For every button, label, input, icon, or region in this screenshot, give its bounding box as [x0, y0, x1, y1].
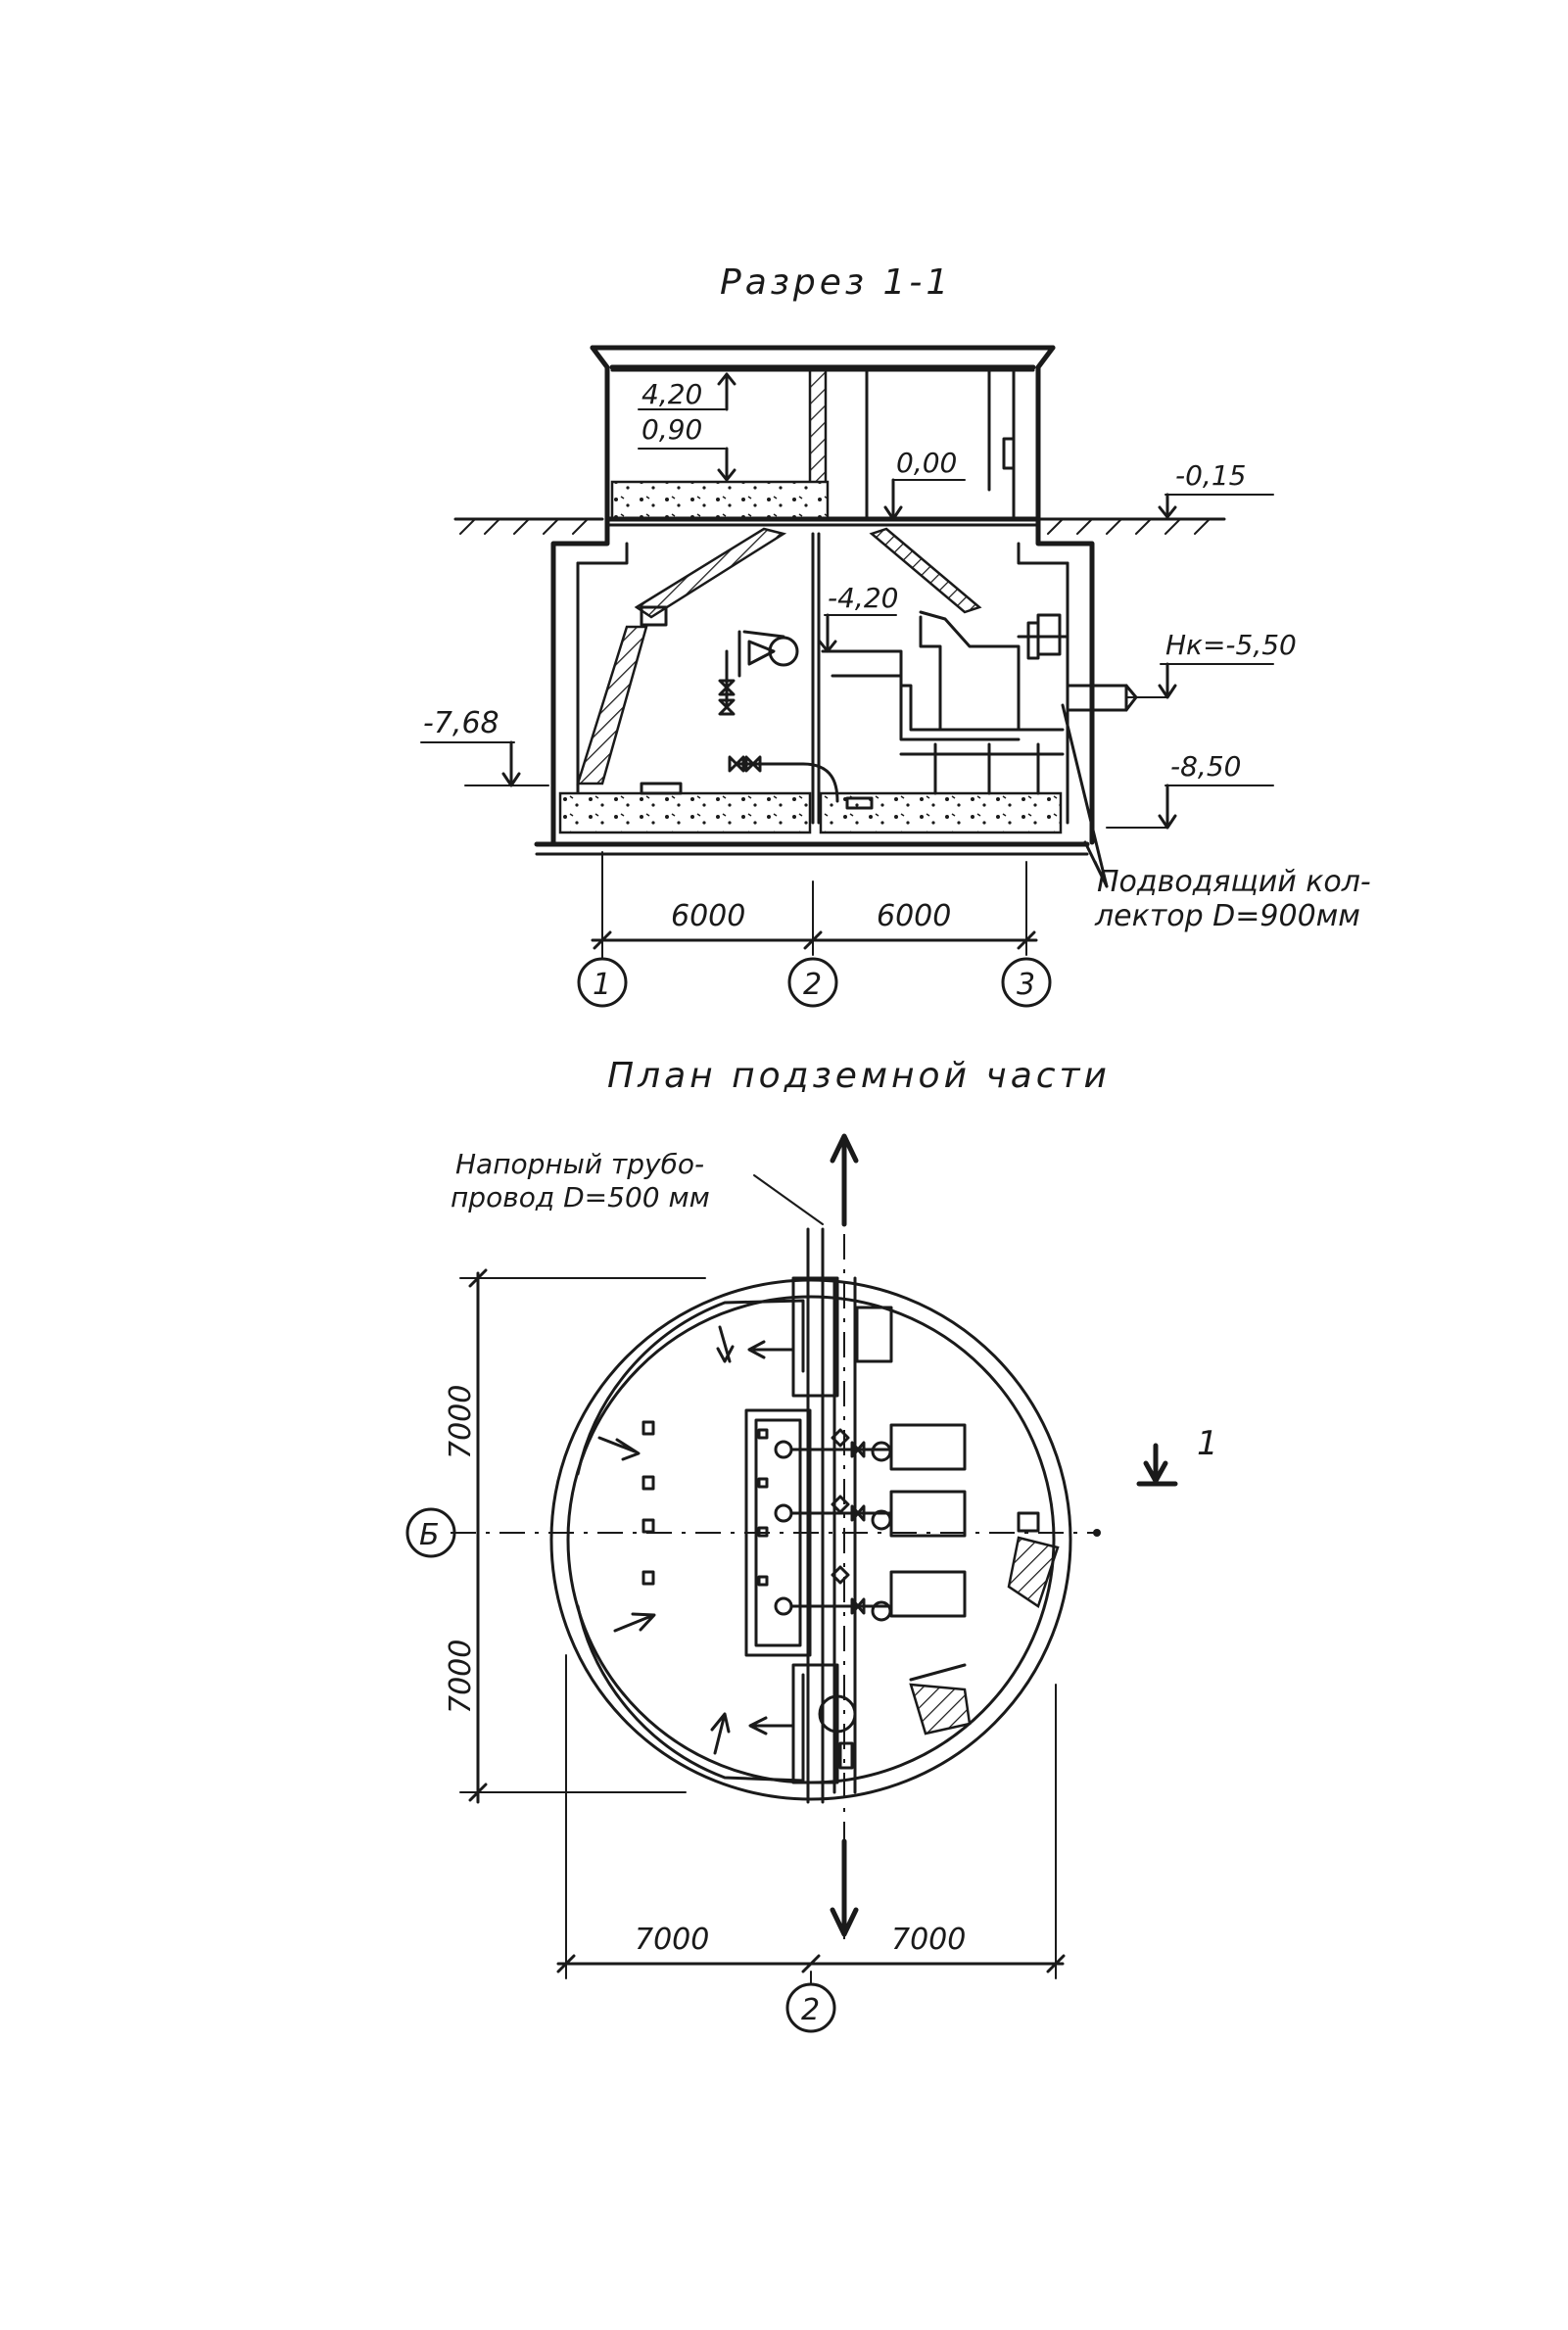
- axis-lines: [451, 1133, 1101, 1939]
- section-axis-2: 2: [803, 968, 822, 1002]
- elevation-left-bottom-label: -7,68: [423, 706, 499, 740]
- plan-title: План подземной части: [607, 1056, 1111, 1096]
- section-dimension-2: 6000: [877, 899, 951, 933]
- stair-right: [869, 527, 1062, 660]
- ground-line: [453, 517, 1226, 535]
- pump-unit-2: [789, 1490, 967, 1538]
- section-dimension-1: 6000: [671, 899, 745, 933]
- pump-unit-3: [789, 1565, 967, 1622]
- plan-dimension-vertical-2: 7000: [444, 1640, 478, 1714]
- axis-marker-col: 2: [785, 1971, 836, 2033]
- wall-openings: [641, 1420, 655, 1586]
- section-title: Разрез 1-1: [720, 262, 952, 303]
- section-axis-3: 3: [1017, 968, 1035, 1002]
- section-cut-label: 1: [1197, 1424, 1218, 1463]
- elevation-zero-label: 0,00: [896, 447, 957, 479]
- elevation-zero: 0,00: [883, 447, 966, 521]
- elevation-right-bottom-label: -8,50: [1170, 750, 1241, 783]
- elevation-inner-floor: -4,20: [818, 582, 898, 653]
- section-dimension-line: 6000 6000: [591, 851, 1038, 956]
- pipe-note-line-1: Напорный трубо-: [455, 1148, 704, 1180]
- plan-dimension-vertical: 7000 7000: [444, 1268, 706, 1804]
- flow-arrows: [597, 1325, 795, 1755]
- elevation-collector-label: Нк=-5,50: [1165, 629, 1297, 661]
- plan-dimension-vertical-1: 7000: [444, 1385, 478, 1459]
- elevation-collector: Нк=-5,50: [1125, 629, 1297, 699]
- axis-row-label: Б: [419, 1518, 440, 1552]
- pipe-note-line-2: провод D=500 мм: [451, 1181, 710, 1213]
- plan-stair-bottom: [909, 1663, 972, 1736]
- collector-note-line-1: Подводящий кол-: [1097, 865, 1371, 899]
- elevation-top: 4,20: [638, 372, 736, 411]
- plan-view: План подземной части Напорный трубо- про…: [405, 1056, 1218, 2033]
- stair-left: [576, 527, 787, 785]
- section-axis-markers: 1 2 3: [577, 954, 1052, 1008]
- elevation-floor: 0,90: [638, 413, 736, 482]
- pump-unit-1: [789, 1423, 967, 1471]
- section-cut-mark: 1: [1136, 1424, 1218, 1487]
- collector-note: Подводящий кол- лектор D=900мм: [1094, 865, 1371, 933]
- pump-equipment: [640, 630, 874, 810]
- elevation-top-label: 4,20: [641, 378, 702, 410]
- collector-chamber: [821, 610, 1138, 888]
- elevation-floor-label: 0,90: [641, 413, 702, 446]
- pump-block: [744, 1408, 812, 1657]
- plan-dimension-horizontal-2: 7000: [891, 1923, 966, 1957]
- pipe-note: Напорный трубо- провод D=500 мм: [451, 1148, 824, 1225]
- plan-dimension-horizontal-1: 7000: [635, 1923, 709, 1957]
- elevation-inner-floor-label: -4,20: [828, 582, 898, 614]
- axis-marker-row: Б: [405, 1507, 456, 1558]
- axis-col-label: 2: [801, 1993, 820, 2027]
- plan-stair-right: [1007, 1511, 1060, 1608]
- plan-dimension-horizontal: 7000 7000: [556, 1654, 1066, 1979]
- elevation-ground-label: -0,15: [1175, 459, 1246, 492]
- underground-shell: [534, 521, 1095, 856]
- section-axis-1: 1: [593, 968, 611, 1002]
- superstructure: [590, 345, 1056, 527]
- elevation-left-bottom: -7,68: [420, 706, 549, 787]
- elevation-ground: -0,15: [1158, 459, 1274, 519]
- section-view: Разрез 1-1: [420, 262, 1371, 1008]
- collector-note-line-2: лектор D=900мм: [1094, 899, 1360, 933]
- elevation-right-bottom: -8,50: [1106, 750, 1274, 830]
- pressure-pipe: [791, 1227, 893, 1804]
